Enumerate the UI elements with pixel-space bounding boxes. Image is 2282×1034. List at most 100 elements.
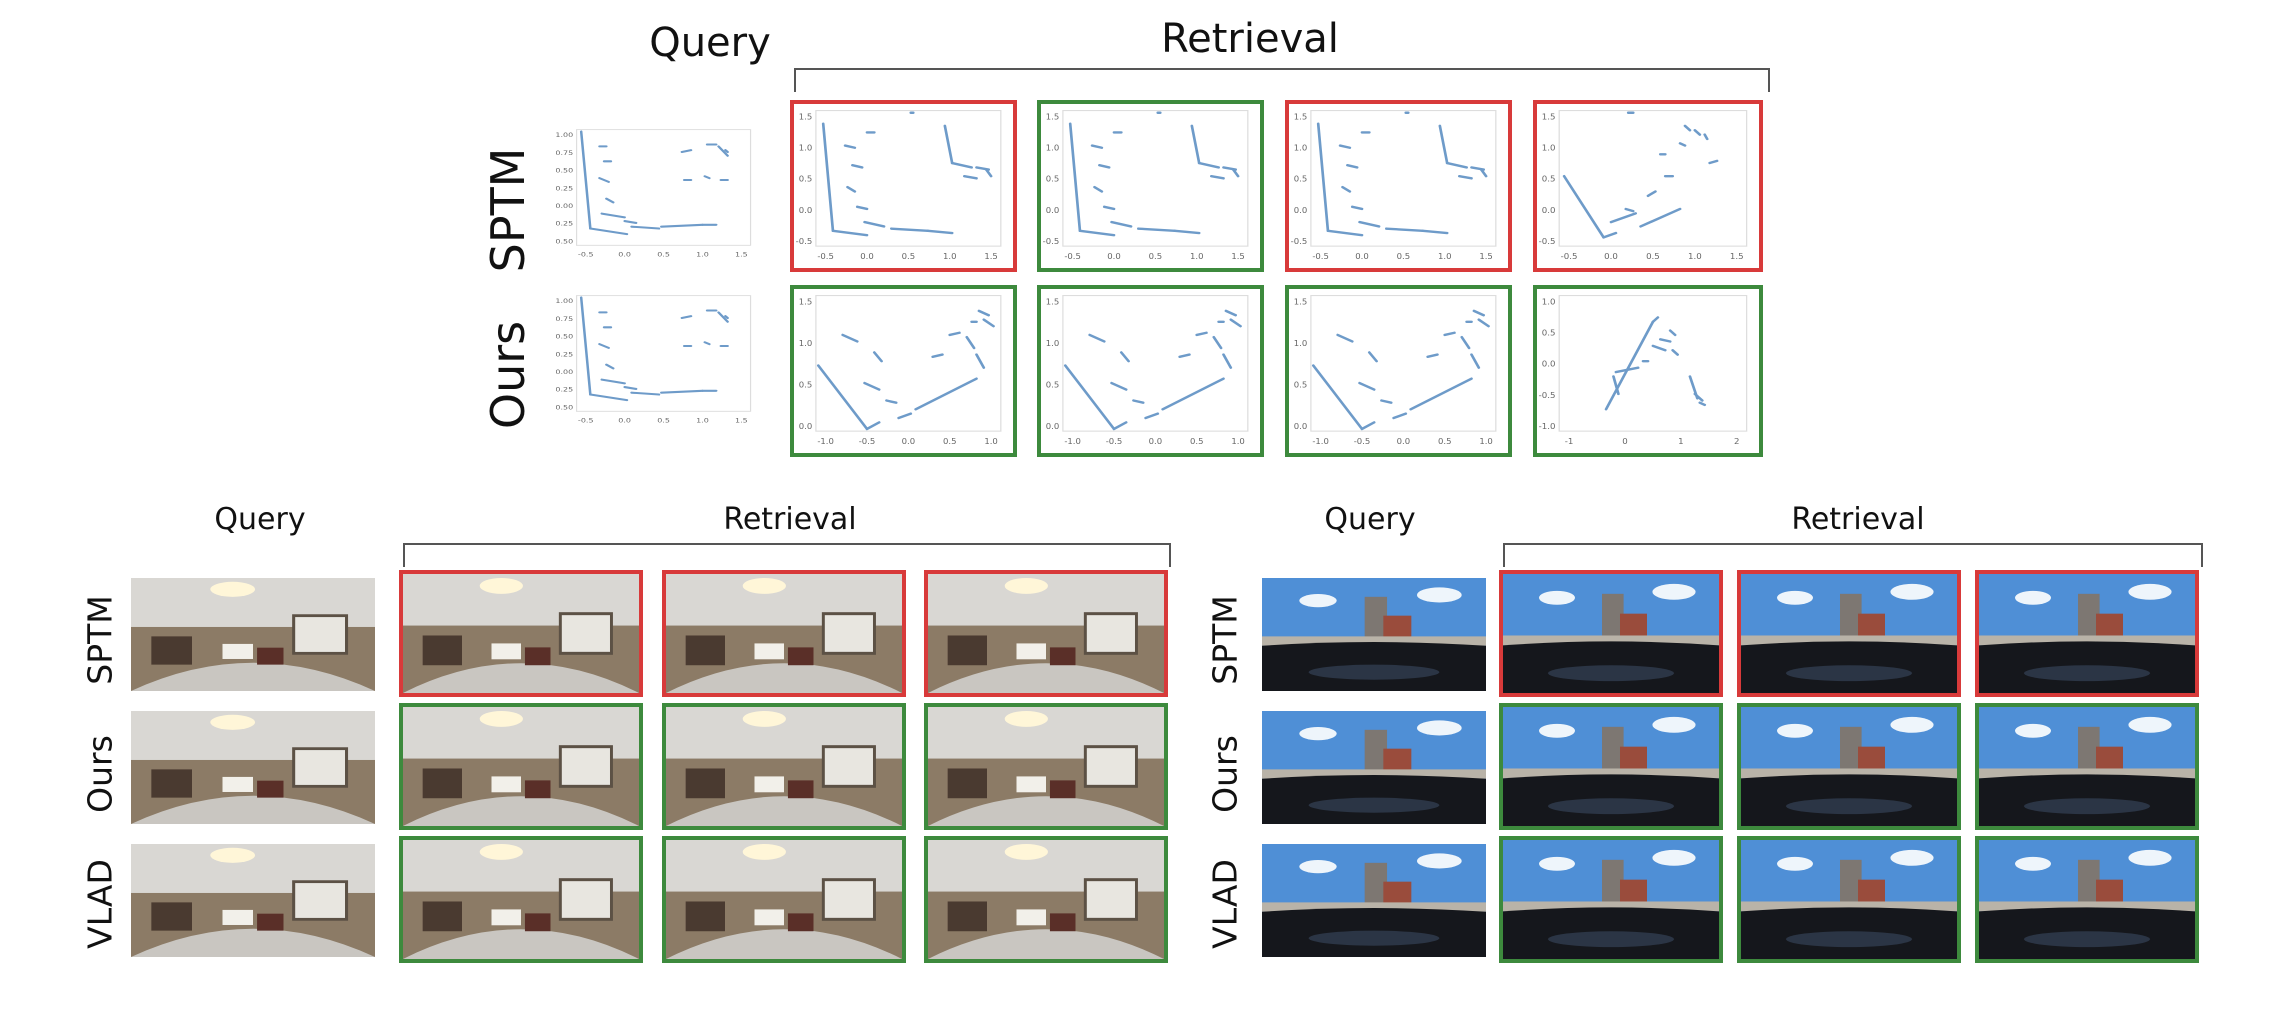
scan-point-segment	[630, 391, 661, 396]
plot-x-tick-label: -0.5	[817, 252, 834, 261]
room-floor	[666, 796, 902, 826]
plot-y-tick-label: -0.5	[1043, 236, 1060, 245]
room-window	[558, 745, 613, 788]
room-window	[1083, 745, 1138, 788]
bl-row-label-ours: Ours	[80, 735, 120, 813]
top-query-plot-ours: -0.50.00.51.01.51.000.750.500.250.00-0.2…	[556, 290, 762, 430]
scan-point-segment	[598, 343, 610, 349]
plot-y-tick-label: 0.25	[556, 350, 573, 358]
query-scene	[131, 844, 375, 957]
scan-point-segment	[1602, 231, 1618, 239]
top-row-label-ours: Ours	[481, 320, 535, 430]
plot-y-tick-label: -0.5	[1291, 236, 1308, 245]
cloud	[1777, 590, 1813, 605]
plot-y-tick-label: 1.5	[799, 112, 813, 121]
scan-point-segment	[1119, 351, 1130, 363]
tower-building	[1840, 593, 1862, 644]
retrieved-image	[1737, 703, 1961, 830]
plot-y-tick-label: 1.0	[1294, 338, 1308, 347]
scan-point-segment	[1090, 144, 1104, 149]
retrieved-scene	[1979, 707, 2195, 826]
scan-point-segment	[1338, 144, 1352, 149]
room-window	[1083, 878, 1138, 921]
scan-point-segment	[680, 315, 693, 320]
query-image	[1262, 844, 1486, 957]
scan-point-segment	[1671, 349, 1679, 356]
plot-x-tick-label: 1.5	[1479, 252, 1493, 261]
room-floor	[666, 663, 902, 693]
retrieved-scene	[666, 707, 902, 826]
plot-x-tick-label: 1.0	[1190, 252, 1204, 261]
scan-point-segment	[962, 174, 978, 180]
cloud	[1416, 853, 1462, 869]
scan-point-segment	[1646, 190, 1657, 198]
room-chair	[1049, 780, 1076, 799]
scan-point-segment	[1693, 392, 1704, 402]
retrieved-scene	[403, 840, 639, 959]
plot-y-tick-label: 0.5	[1046, 174, 1060, 183]
cloud	[1299, 860, 1337, 874]
scan-point-segment	[1472, 309, 1486, 317]
ceiling-light	[742, 710, 786, 727]
scan-point-segment	[1088, 333, 1106, 343]
room-floor	[403, 663, 639, 693]
scan-point-segment	[1479, 168, 1488, 178]
plot-x-tick-label: 1.0	[1438, 252, 1452, 261]
top-row-label-sptm: SPTM	[481, 147, 535, 273]
scan-point-segment	[680, 149, 693, 154]
room-chair	[787, 647, 814, 666]
retrieved-scene	[1741, 840, 1957, 959]
scan-point-segment	[1604, 320, 1655, 411]
top-retrieval-header: Retrieval	[1161, 16, 1339, 62]
scan-point-segment	[1212, 335, 1223, 350]
scan-point-segment	[1173, 229, 1201, 235]
scan-point-segment	[1316, 122, 1330, 233]
plot-x-tick-label: 1.0	[1479, 437, 1493, 446]
plot-y-tick-label: 0.5	[1542, 328, 1556, 337]
street-buildings	[1262, 636, 1486, 646]
room-window	[821, 878, 876, 921]
scan-point-segment	[863, 220, 886, 228]
plot-y-tick-label: 1.0	[1542, 143, 1556, 152]
retrieved-image	[924, 703, 1168, 830]
cloud	[1890, 849, 1934, 866]
scan-point-segment	[1110, 220, 1133, 228]
room-floor	[131, 795, 375, 824]
hood-reflection	[1786, 798, 1912, 815]
plot-x-tick-label: 1.0	[1688, 252, 1702, 261]
room-furniture	[422, 768, 462, 799]
room-chair	[524, 647, 551, 666]
query-scene	[1262, 844, 1486, 957]
scan-point-segment	[863, 381, 881, 391]
plot-x-tick-label: 1.5	[735, 416, 748, 424]
retrieved-image	[399, 836, 643, 963]
retrieved-image	[1975, 836, 2199, 963]
plot-x-tick-label: 1.0	[696, 250, 709, 258]
ceiling-light	[479, 710, 523, 727]
plot-x-tick-label: 0.0	[618, 250, 631, 258]
scan-point-segment	[1132, 399, 1145, 404]
cloud	[1652, 716, 1696, 733]
retrieved-scene	[1979, 574, 2195, 693]
plot-axes-box	[1558, 295, 1748, 432]
plot-x-tick-label: 0.5	[1190, 437, 1204, 446]
scan-point-segment	[1708, 159, 1719, 165]
hood-reflection	[2024, 931, 2150, 948]
retrieved-image	[1499, 836, 1723, 963]
cloud	[2128, 716, 2172, 733]
plot-y-tick-label: 1.0	[1046, 143, 1060, 152]
scan-point-segment	[605, 197, 615, 204]
ceiling-light	[1004, 710, 1048, 727]
plot-x-tick-label: 0.0	[1355, 252, 1369, 261]
ceiling-light	[1004, 577, 1048, 594]
scan-point-segment	[1078, 229, 1116, 237]
street-buildings	[1503, 635, 1719, 646]
hood-reflection	[1548, 665, 1674, 682]
scan-point-segment	[1136, 227, 1177, 233]
cloud	[1652, 583, 1696, 600]
query-scene	[1262, 578, 1486, 691]
tower-building	[1602, 859, 1624, 910]
plot-y-tick-label: 0.0	[799, 205, 813, 214]
